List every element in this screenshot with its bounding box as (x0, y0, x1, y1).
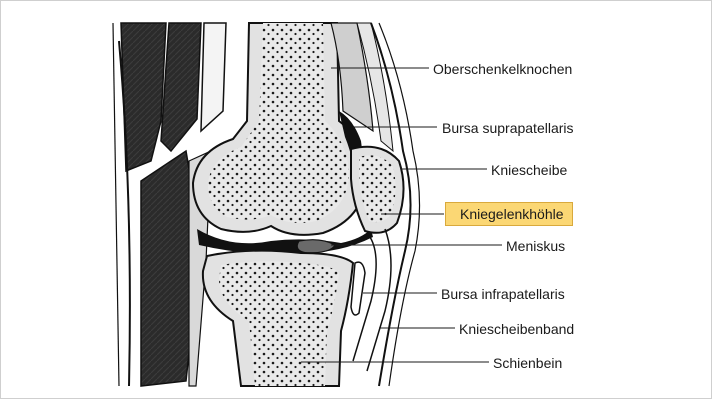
label-femur: Oberschenkelknochen (433, 60, 572, 78)
label-infrapatellar-bursa: Bursa infrapatellaris (441, 285, 565, 303)
label-tibia: Schienbein (493, 354, 562, 372)
label-joint-cavity: Kniegelenkhöhle (445, 202, 573, 226)
patella-bone (351, 147, 404, 233)
label-meniscus: Meniskus (506, 237, 565, 255)
label-suprapatellar-bursa: Bursa suprapatellaris (442, 119, 574, 137)
label-patella: Kniescheibe (491, 161, 567, 179)
tibia-bone (203, 251, 353, 386)
label-patellar-ligament: Kniescheibenband (459, 320, 574, 338)
